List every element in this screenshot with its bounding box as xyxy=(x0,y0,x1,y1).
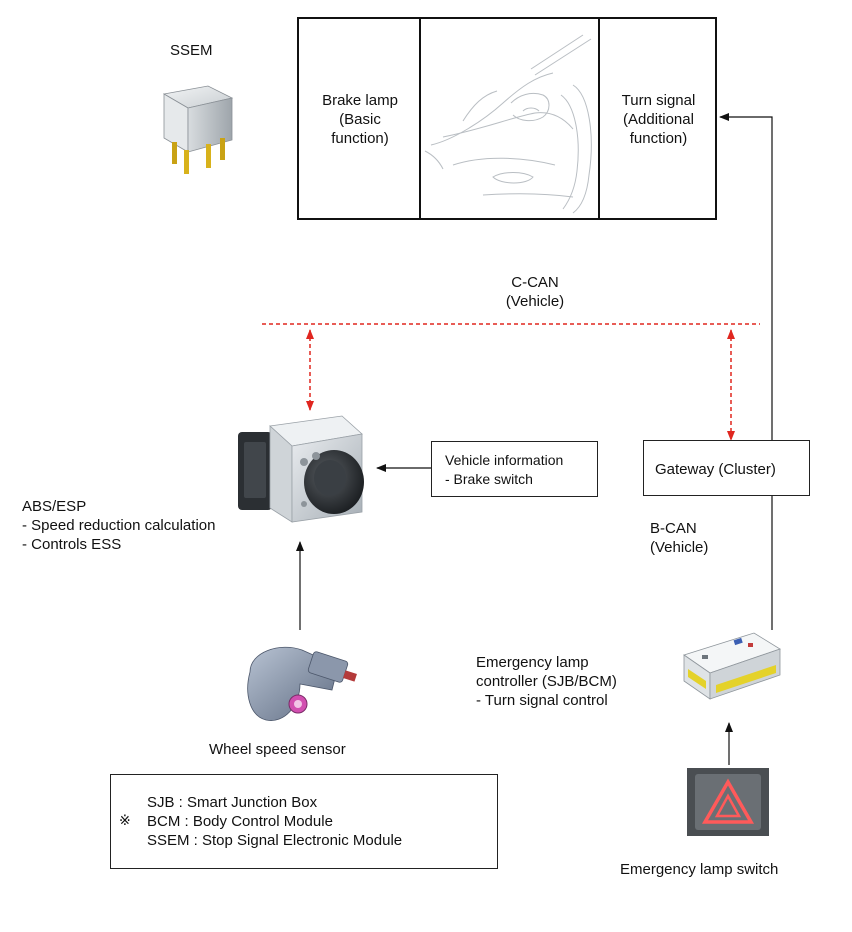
abs-esp-description: ABS/ESP - Speed reduction calculation - … xyxy=(22,497,215,554)
abs-esp-line-3: - Controls ESS xyxy=(22,536,122,553)
turn-signal-line-1: Turn signal xyxy=(621,92,696,109)
ssem-label: SSEM xyxy=(170,42,213,59)
c-can-label: C-CAN (Vehicle) xyxy=(480,273,590,311)
abs-esp-line-2: - Speed reduction calculation xyxy=(22,517,216,534)
legend-entry-bcm: BCM : Body Control Module xyxy=(147,813,333,830)
legend-marker: ※ xyxy=(119,812,131,828)
sjb-bcm-controller-image xyxy=(683,632,781,700)
turn-signal-label: Turn signal (Additional function) xyxy=(600,91,717,148)
abs-esp-module-image xyxy=(238,415,364,523)
rear-lamp-sketch xyxy=(424,34,592,214)
legend-entries: SJB : Smart Junction Box BCM : Body Cont… xyxy=(147,793,402,850)
b-can-label: B-CAN (Vehicle) xyxy=(650,519,708,557)
vehicle-information-box: Vehicle information - Brake switch xyxy=(431,441,598,497)
wheel-speed-sensor-label: Wheel speed sensor xyxy=(209,741,346,758)
brake-lamp-line-1: Brake lamp xyxy=(322,92,398,109)
legend-entry-sjb: SJB : Smart Junction Box xyxy=(147,794,318,811)
legend-entry-ssem: SSEM : Stop Signal Electronic Module xyxy=(147,832,403,849)
turn-signal-line-3: function) xyxy=(629,130,688,147)
emergency-controller-line-2: controller (SJB/BCM) xyxy=(476,673,617,690)
emergency-controller-line-1: Emergency lamp xyxy=(476,654,589,671)
abbreviation-legend: ※ SJB : Smart Junction Box BCM : Body Co… xyxy=(110,774,498,869)
brake-lamp-line-3: function) xyxy=(331,130,389,147)
ssem-relay-image xyxy=(162,85,234,174)
b-can-line-1: B-CAN xyxy=(650,520,697,537)
emergency-controller-description: Emergency lamp controller (SJB/BCM) - Tu… xyxy=(476,653,617,710)
brake-lamp-label: Brake lamp (Basic function) xyxy=(301,91,419,148)
emergency-controller-line-3: - Turn signal control xyxy=(476,692,608,709)
gateway-label: Gateway (Cluster) xyxy=(655,461,776,478)
lamp-function-panel: Brake lamp (Basic function) Turn signal … xyxy=(297,17,717,220)
panel-divider-left xyxy=(419,19,421,218)
c-can-line-2: (Vehicle) xyxy=(505,293,565,310)
panel-divider-right xyxy=(598,19,600,218)
brake-lamp-line-2: (Basic xyxy=(339,111,381,128)
emergency-lamp-switch-label: Emergency lamp switch xyxy=(620,861,779,878)
vehicle-info-item: - Brake switch xyxy=(445,471,533,487)
abs-esp-title: ABS/ESP xyxy=(22,498,87,515)
c-can-line-1: C-CAN xyxy=(511,274,559,291)
vehicle-info-text: Vehicle information - Brake switch xyxy=(445,451,563,489)
b-can-line-2: (Vehicle) xyxy=(650,539,709,556)
gateway-cluster-box: Gateway (Cluster) xyxy=(643,440,810,496)
hazard-switch-image xyxy=(687,768,769,836)
wheel-speed-sensor-image xyxy=(247,646,357,721)
vehicle-info-title: Vehicle information xyxy=(445,452,564,468)
controller-to-turn-signal-line xyxy=(719,113,773,630)
turn-signal-line-2: (Additional xyxy=(623,111,694,128)
